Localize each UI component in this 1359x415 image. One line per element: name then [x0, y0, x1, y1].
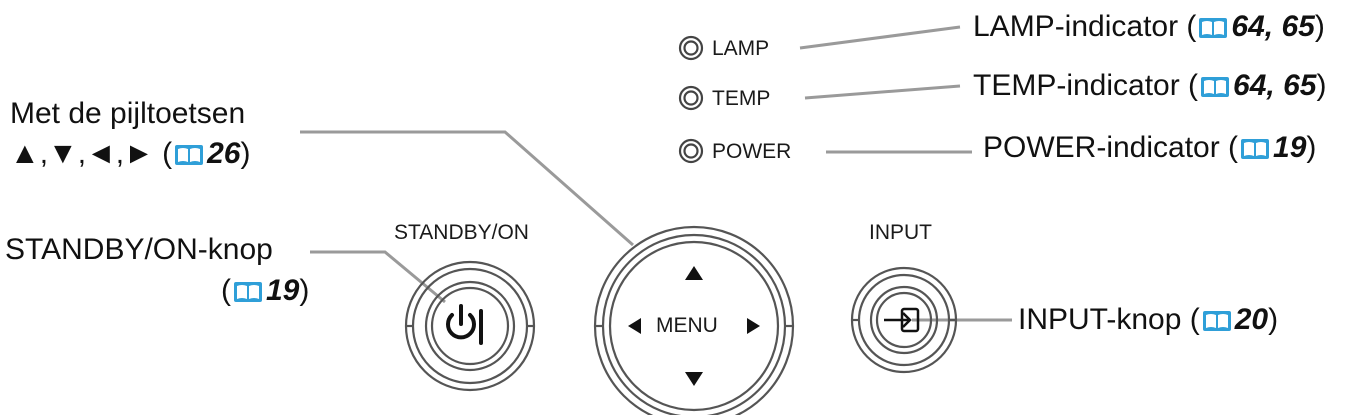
callout-temp-ref: 64, 65 [1233, 69, 1317, 102]
book-icon [175, 145, 204, 165]
callout-lamp-ref: 64, 65 [1231, 10, 1315, 43]
callout-standby-line2: (19) [221, 273, 309, 309]
callout-power-indicator: POWER-indicator ( 19) [983, 130, 1316, 166]
callout-lamp-indicator: LAMP-indicator ( 64, 65) [973, 9, 1325, 45]
callout-input-close: ) [1268, 303, 1279, 336]
book-icon [1202, 311, 1231, 331]
standby-panel-label: STANDBY/ON [394, 221, 529, 244]
book-icon [1201, 77, 1230, 97]
callout-input-text: INPUT-knop ( [1018, 303, 1200, 336]
input-icon [884, 307, 920, 333]
callout-standby-close: ) [299, 274, 310, 307]
temp-panel-label: TEMP [712, 87, 771, 110]
callout-arrows-close: ) [240, 137, 251, 170]
leader-line-arrows [300, 130, 634, 247]
callout-temp-indicator: TEMP-indicator ( 64, 65) [973, 68, 1326, 104]
leader-line-lamp [799, 25, 961, 50]
callout-lamp-close: ) [1314, 10, 1325, 43]
led-icon-temp [678, 85, 704, 111]
callout-power-text: POWER-indicator ( [983, 131, 1239, 164]
arrow-up-icon [685, 266, 703, 280]
menu-button [593, 225, 795, 415]
input-button [850, 266, 958, 374]
callout-standby-ref: 19 [266, 274, 300, 307]
callout-power-ref: 19 [1273, 131, 1307, 164]
callout-power-close: ) [1306, 131, 1317, 164]
arrow-right-icon [747, 318, 760, 334]
standby-button [404, 260, 536, 392]
callout-input-ref: 20 [1234, 303, 1269, 336]
input-panel-label: INPUT [869, 221, 932, 244]
callout-temp-text: TEMP-indicator ( [973, 69, 1199, 102]
lamp-panel-label: LAMP [712, 37, 770, 60]
callout-arrows-line2: ▲,▼,◄,► ( 26) [10, 136, 250, 172]
callout-arrows-ref: 26 [207, 137, 241, 170]
book-icon [234, 282, 262, 302]
callout-temp-close: ) [1316, 69, 1327, 102]
book-icon [1199, 18, 1228, 38]
power-panel-label: POWER [712, 140, 792, 163]
led-icon-power [678, 138, 704, 164]
menu-button-label: MENU [656, 314, 718, 337]
callout-input-knop: INPUT-knop ( 20) [1018, 302, 1278, 338]
indicator-leds [678, 35, 704, 164]
callout-standby-line1: STANDBY/ON-knop [5, 233, 273, 266]
power-icon [446, 304, 483, 345]
led-icon-lamp [678, 35, 704, 61]
arrow-left-icon [628, 318, 641, 334]
book-icon [1241, 139, 1270, 159]
leader-line-standby [310, 250, 446, 304]
arrow-down-icon [685, 372, 703, 386]
leader-lines [300, 25, 1012, 322]
callout-standby-open: ( [221, 274, 231, 307]
callout-arrows-line1: Met de pijltoetsen [10, 97, 246, 130]
callout-arrows-keys: ▲,▼,◄,► ( [10, 137, 173, 170]
leader-line-temp [804, 84, 961, 100]
callout-lamp-text: LAMP-indicator ( [973, 10, 1197, 43]
